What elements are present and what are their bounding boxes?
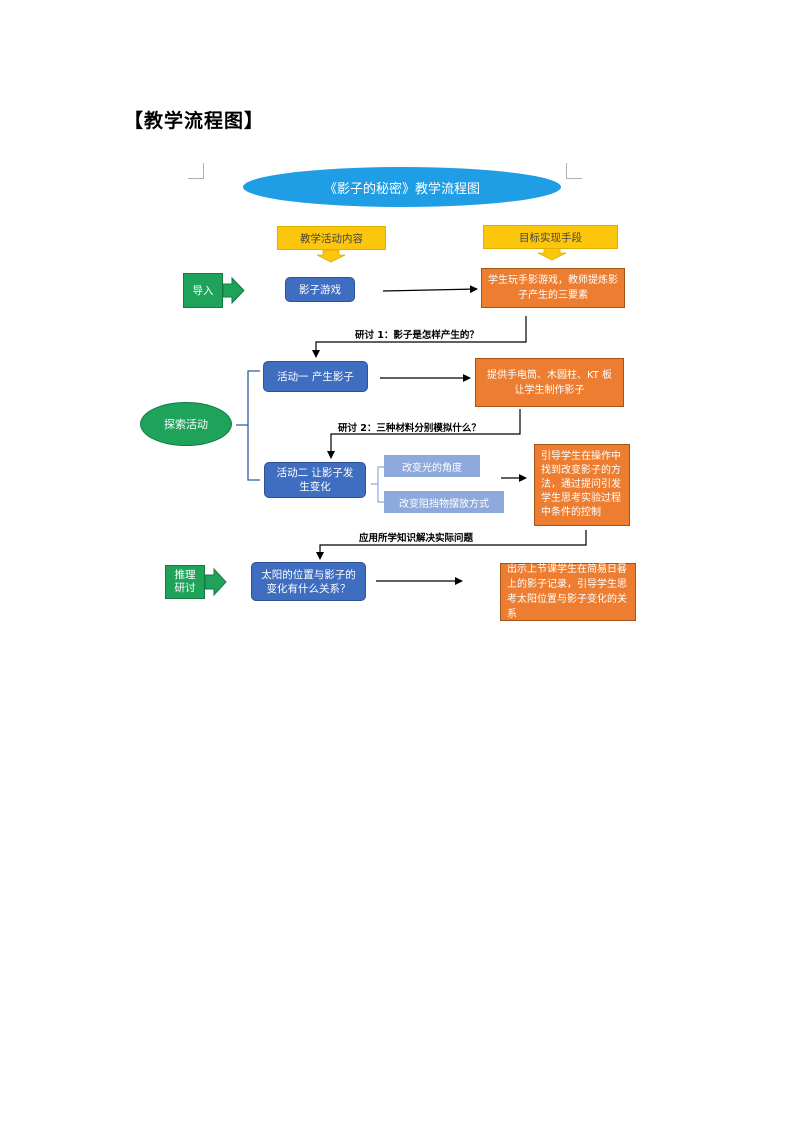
stage-intro-label: 导入 [192, 285, 214, 297]
corner-mark-left [188, 163, 204, 179]
stage-intro: 导入 [183, 273, 245, 308]
activity-sun-question: 太阳的位置与影子的变化有什么关系？ [251, 562, 366, 601]
means-box-1: 学生玩手影游戏，教师提炼影子产生的三要素 [481, 268, 625, 308]
corner-mark-right [566, 163, 582, 179]
header-down-arrow-left [316, 249, 346, 263]
activity-shadow-game: 影子游戏 [285, 277, 355, 302]
header-means: 目标实现手段 [483, 225, 618, 249]
flowchart-title: 《影子的秘密》教学流程图 [243, 167, 561, 207]
stage-explore: 探索活动 [140, 402, 232, 446]
explore-bracket [236, 370, 260, 481]
stage-reasoning-line2: 研讨 [174, 582, 196, 594]
stage-reasoning: 推理 研讨 [165, 565, 227, 599]
connector-t1 [312, 316, 527, 358]
options-bracket [371, 466, 384, 503]
stage-reasoning-line1: 推理 [174, 569, 196, 581]
option-light-angle: 改变光的角度 [384, 455, 480, 477]
section-heading: 【教学流程图】 [124, 110, 265, 132]
header-activity-content: 教学活动内容 [277, 226, 386, 250]
arrow-game-to-means [382, 285, 478, 294]
means-box-3: 引导学生在操作中找到改变影子的方法，通过提问引发学生思考实验过程中条件的控制 [534, 444, 630, 526]
activity-two: 活动二 让影子发生变化 [264, 462, 366, 498]
transition-label-2: 研讨 2：三种材料分别模拟什么？ [338, 423, 481, 434]
activity-one: 活动一 产生影子 [263, 361, 368, 392]
transition-label-3: 应用所学知识解决实际问题 [359, 533, 474, 544]
means-box-2: 提供手电筒、木圆柱、KT 板让学生制作影子 [475, 358, 624, 407]
header-down-arrow-right [537, 247, 567, 261]
connector-t2 [327, 409, 521, 459]
connector-t3 [316, 530, 587, 560]
transition-label-1: 研讨 1：影子是怎样产生的？ [355, 330, 479, 341]
means-box-4: 出示上节课学生在简易日晷上的影子记录，引导学生思考太阳位置与影子变化的关系 [500, 563, 636, 621]
option-obstacle-placement: 改变阻挡物摆放方式 [384, 491, 504, 513]
